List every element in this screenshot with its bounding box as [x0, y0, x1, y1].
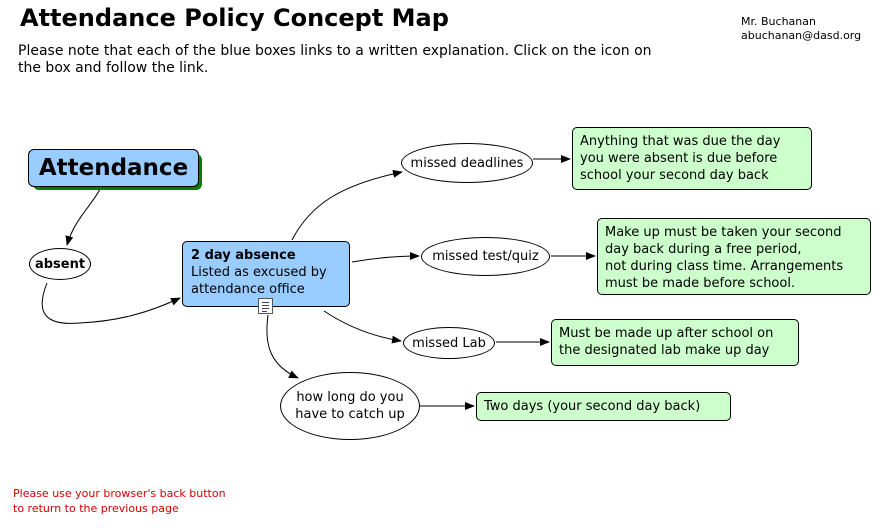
absent-node: absent — [29, 248, 91, 280]
link-two-day-test — [351, 252, 420, 263]
missed-deadlines-node: missed deadlines — [401, 143, 533, 183]
intro-text: Please note that each of the blue boxes … — [18, 43, 652, 76]
catch-up-node: how long do you have to catch up — [280, 372, 420, 440]
document-link-icon[interactable] — [258, 298, 273, 314]
page-title: Attendance Policy Concept Map — [20, 4, 449, 32]
catch-up-answer-box: Two days (your second day back) — [476, 392, 731, 421]
missed-test-quiz-node: missed test/quiz — [421, 237, 550, 276]
attendance-node[interactable]: Attendance — [28, 149, 199, 187]
link-two-day-lab — [323, 310, 402, 344]
two-day-absence-node[interactable]: 2 day absence Listed as excused by atten… — [182, 241, 350, 307]
author-info: Mr. Buchanan abuchanan@dasd.org — [741, 15, 861, 43]
back-note-line-2: to return to the previous page — [13, 502, 179, 515]
test-answer-box: Make up must be taken your second day ba… — [597, 218, 871, 295]
link-two-day-deadlines — [291, 169, 403, 241]
author-name: Mr. Buchanan — [741, 15, 816, 28]
two-day-absence-title: 2 day absence — [191, 248, 296, 263]
back-note-line-1: Please use your browser's back button — [13, 487, 226, 500]
lab-answer-box: Must be made up after school on the desi… — [551, 319, 799, 366]
test-answer-line-2: not during class time. Arrangements must… — [605, 259, 844, 291]
deadlines-answer-box: Anything that was due the day you were a… — [572, 127, 812, 190]
link-two-day-catch-up — [266, 314, 299, 379]
link-attendance-absent — [65, 188, 101, 246]
back-button-note: Please use your browser's back button to… — [13, 486, 226, 516]
test-answer-line-1: Make up must be taken your second day ba… — [605, 225, 842, 257]
author-email: abuchanan@dasd.org — [741, 29, 862, 42]
link-absent-two-day — [41, 282, 181, 324]
missed-lab-node: missed Lab — [403, 327, 495, 359]
two-day-absence-body: Listed as excused by attendance office — [191, 265, 327, 297]
